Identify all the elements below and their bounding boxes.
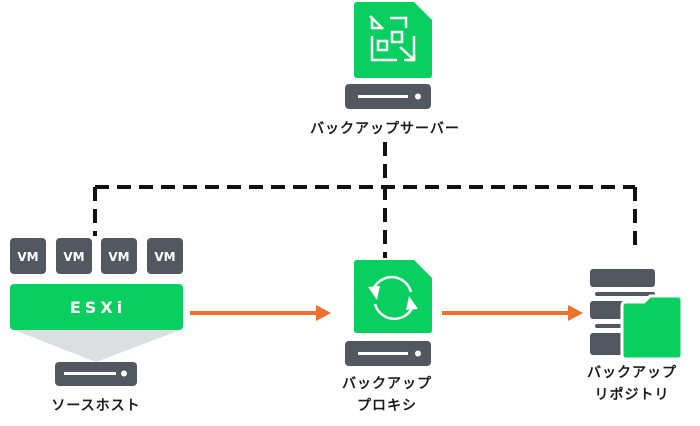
vm-label: VM (63, 250, 84, 264)
proxy-label-line2: プロキシ (357, 398, 417, 414)
repository-label-line2: リポジトリ (595, 386, 670, 403)
vm-label: VM (108, 250, 129, 264)
source-host[interactable]: VM VM VM VM ESXi ソースホスト (10, 238, 183, 414)
vm-box (10, 238, 46, 274)
data-flow-arrow-proxy-to-repository (442, 305, 583, 321)
esxi-bar (10, 284, 183, 330)
proxy-doc-icon (354, 260, 432, 333)
repository-label-line1: バックアップ (587, 365, 677, 381)
backup-server[interactable]: バックアップサーバー (310, 2, 460, 137)
vm-boxes: VM VM VM VM (10, 238, 183, 274)
source-label: ソースホスト (51, 398, 140, 414)
vm-box (147, 238, 183, 274)
vm-box (56, 238, 92, 274)
folder-icon (620, 294, 684, 361)
management-connections (93, 142, 637, 258)
data-flow-arrow-source-to-proxy (190, 305, 331, 321)
vm-label: VM (154, 250, 175, 264)
sync-arrows-icon (371, 275, 415, 321)
vm-label: VM (17, 250, 38, 264)
esxi-label: ESXi (70, 298, 126, 317)
backup-proxy[interactable]: バックアップ プロキシ (342, 260, 432, 414)
server-label: バックアップサーバー (310, 121, 460, 137)
backup-repository[interactable]: バックアップ リポジトリ (587, 269, 684, 403)
veeam-logo-glyph (369, 15, 416, 62)
proxy-label-line1: バックアップ (342, 376, 432, 392)
vm-box (101, 238, 137, 274)
hypervisor-cone (14, 330, 180, 362)
